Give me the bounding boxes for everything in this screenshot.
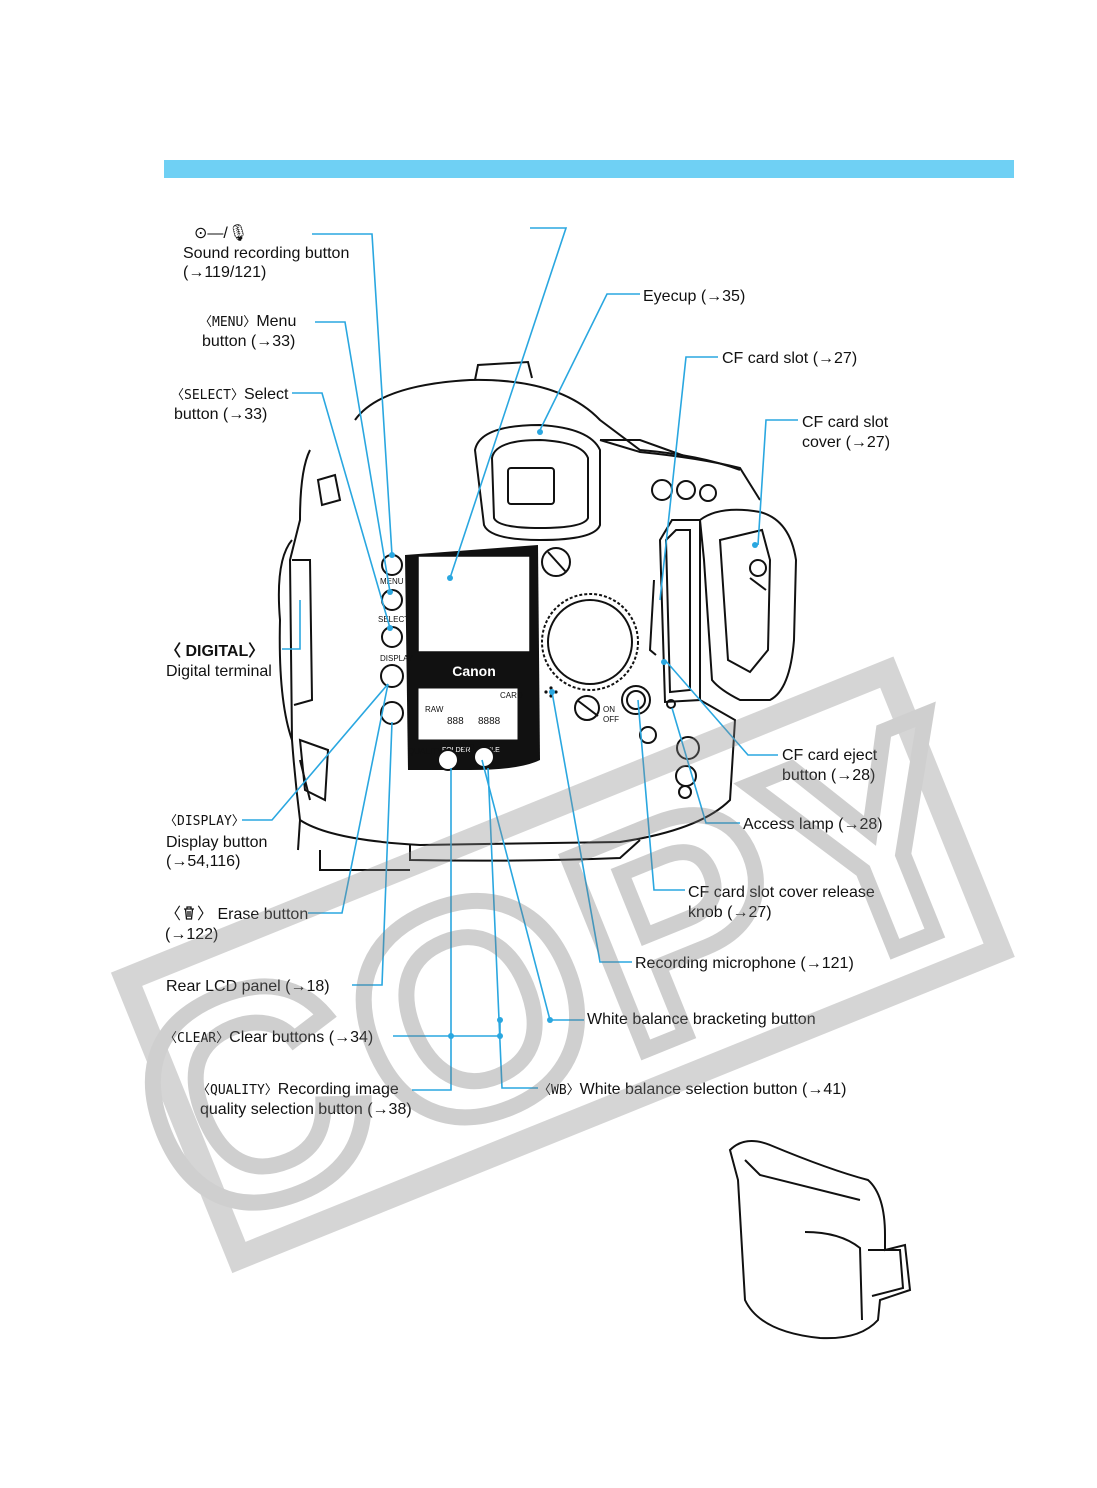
wb-key-label: 〈WB〉: [538, 1083, 580, 1098]
label-erase-ref: (→122): [165, 926, 219, 943]
lcd-file-digits: 8888: [478, 716, 501, 727]
trash-icon: [184, 906, 195, 920]
button-marks: MENU SELECT DISPLAY QUALITY WB ON OFF: [378, 577, 619, 756]
wb-button[interactable]: [473, 746, 495, 768]
label-rear-lcd: Rear LCD panel (→18): [166, 978, 330, 995]
label-display-ref: (→54,116): [166, 853, 241, 870]
brand-logo: Canon: [452, 663, 496, 679]
label-cf-eject-ref: button (→28): [782, 767, 876, 784]
section-header-band: [164, 160, 1014, 178]
label-eyecup: Eyecup (→35): [643, 288, 746, 305]
label-cf-cover: CF card slot: [802, 414, 889, 431]
label-quality-ref: quality selection button (→38): [200, 1101, 412, 1118]
rear-monitor: Canon CARD RAW 888 8888 FOLDER FILE: [405, 545, 540, 770]
quality-key-label: 〈QUALITY〉: [197, 1083, 278, 1098]
lcd-folder-mark: FOLDER: [442, 747, 470, 754]
mark-quality: QUALITY: [408, 747, 443, 756]
label-menu-ref: button (→33): [202, 333, 296, 350]
label-erase-button: Erase button: [217, 906, 309, 923]
label-sound-ref: (→119/121): [183, 264, 267, 281]
label-cf-cover-ref: cover (→27): [802, 434, 891, 451]
label-select-ref: button (→33): [174, 406, 268, 423]
leader-dots: [387, 429, 758, 1039]
lcd-card-mark: CARD: [500, 691, 523, 700]
mark-wb: WB: [462, 743, 475, 752]
label-cf-slot: CF card slot (→27): [722, 350, 858, 367]
label-select: Select: [243, 386, 289, 403]
label-cf-eject: CF card eject: [782, 747, 878, 764]
eyecup-accessory-illustration: [728, 1140, 912, 1340]
label-display-button: Display button: [166, 834, 268, 851]
erase-key-close: 〉: [197, 906, 214, 923]
menu-key-label: 〈MENU〉: [199, 315, 257, 330]
display-key-label: 〈DISPLAY〉: [164, 814, 245, 829]
label-microphone: Recording microphone (→121): [635, 955, 854, 972]
clear-key-label: 〈CLEAR〉: [164, 1031, 230, 1046]
digital-key-label: 〈 DIGITAL〉: [165, 643, 265, 660]
sound-icon: ⊙—/🎙: [194, 225, 249, 242]
erase-key-open: 〈: [165, 906, 182, 923]
mark-on: ON: [603, 705, 615, 714]
mark-display: DISPLAY: [380, 654, 414, 663]
mark-select: SELECT: [378, 615, 409, 624]
label-quality: Recording image: [277, 1081, 399, 1098]
label-cf-release: CF card slot cover release: [688, 884, 875, 901]
label-digital-terminal: Digital terminal: [166, 663, 272, 680]
mark-off: OFF: [603, 715, 619, 724]
label-access-lamp: Access lamp (→28): [743, 816, 883, 833]
camera-body: [277, 360, 798, 872]
quality-button[interactable]: [437, 749, 459, 771]
label-clear-buttons: Clear buttons (→34): [229, 1029, 374, 1046]
select-key-label: 〈SELECT〉: [171, 388, 244, 403]
mark-menu: MENU: [380, 577, 404, 586]
lcd-raw-mark: RAW: [425, 705, 444, 714]
label-cf-release-ref: knob (→27): [688, 904, 772, 921]
label-menu: Menu: [256, 313, 297, 330]
label-wb-bracketing: White balance bracketing button: [587, 1011, 816, 1028]
display-button[interactable]: [380, 664, 404, 688]
label-sound-recording: Sound recording button: [183, 245, 350, 262]
label-wb-selection: White balance selection button (→41): [579, 1081, 847, 1098]
lcd-shots-digits: 888: [447, 716, 464, 727]
microphone-holes: [544, 686, 558, 698]
